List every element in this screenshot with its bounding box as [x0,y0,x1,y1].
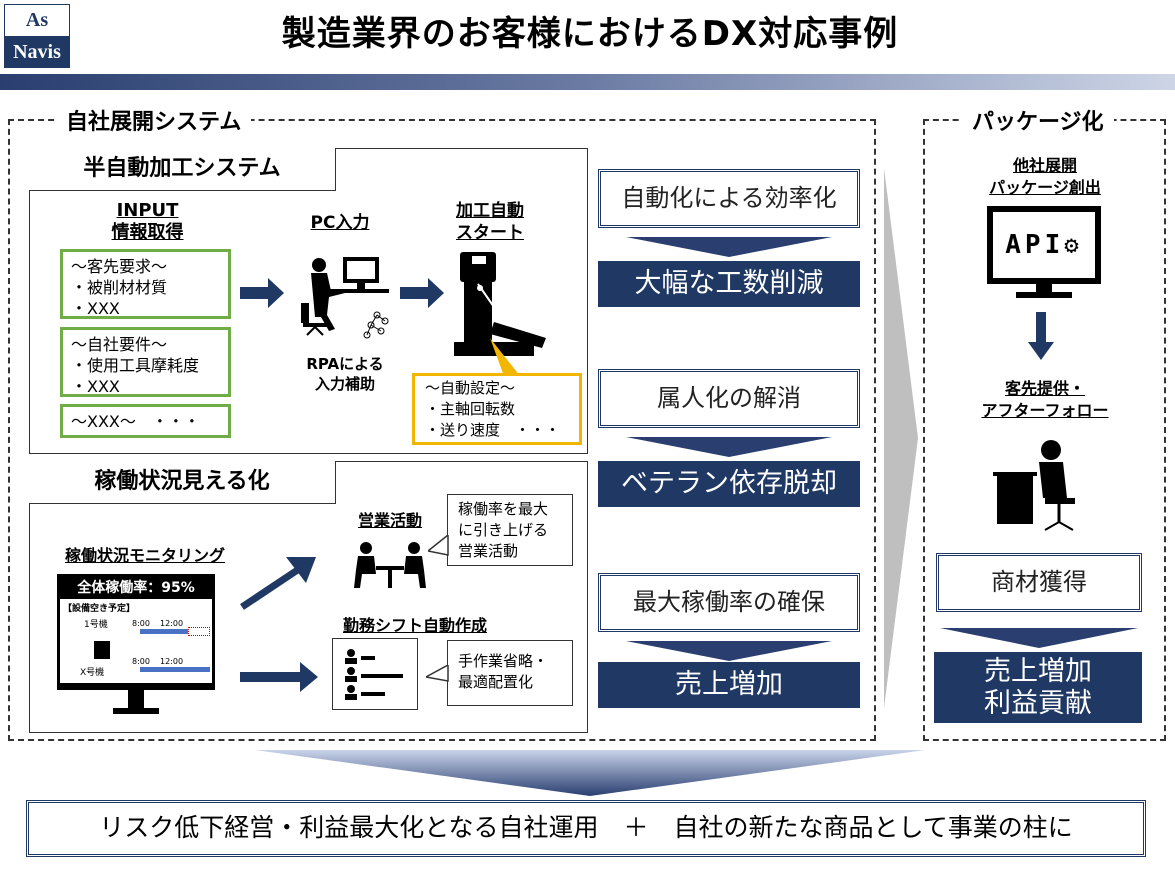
result-1-frame: 自動化による効率化 [598,169,860,228]
sales-note: 稼働率を最大 に引き上げる 営業活動 [447,494,573,566]
company-logo: As Navis [4,4,70,68]
bottom-banner: リスク低下経営・利益最大化となる自社運用 ＋ 自社の新たな商品として事業の柱に [26,800,1146,857]
input-label-line2: 情報取得 [111,222,184,243]
note-line: 手作業省略・ [458,652,549,670]
machine-start-label: 加工自動 スタート [440,200,540,244]
inhouse-requirement-box: 〜自社要件〜 ・使用工具摩耗度 ・XXX [60,327,231,397]
box-line: 〜自動設定〜 [425,379,516,397]
schedule-bar [140,629,188,634]
shift-chart-icon [345,649,403,700]
shift-chart-box [332,638,418,710]
result-3-fill: 売上増加 [598,662,860,708]
drill-press-icon [454,252,546,356]
meeting-icon [354,542,426,588]
box-line: ・XXX [71,377,120,396]
api-monitor: API⚙ [987,206,1101,284]
profit-fill: 売上増加 利益貢献 [934,652,1142,723]
rpa-line1: RPAによる [306,355,384,373]
rpa-line2: 入力補助 [314,375,375,393]
funnel-arrow [255,750,925,796]
time-label: 8:00 [132,657,150,666]
support-operator-icon [993,440,1075,531]
result-3-frame: 最大稼働率の確保 [598,573,860,632]
sub2-line1: 客先提供・ [1004,379,1085,398]
note-line: 稼働率を最大 [458,500,549,518]
utilization-rate: 全体稼働率：95% [77,580,195,596]
monitor-base [113,708,159,714]
time-label: 8:00 [132,619,150,628]
callout-pointer [426,665,449,682]
title-gradient-bar [0,74,1175,90]
other-company-label: 他社展開 パッケージ創出 [960,155,1130,199]
package-label: パッケージ化 [962,104,1114,136]
other-input-box: 〜XXX〜 ・・・ [60,404,231,438]
input-label-line1: INPUT [116,200,179,221]
note-line: に引き上げる [458,521,549,539]
customer-requirement-box: 〜客先要求〜 ・被削材材質 ・XXX [60,249,231,319]
inhouse-system-label: 自社展開システム [56,104,252,136]
gear-icon: ⚙ [1064,231,1083,259]
machine-label-line2: スタート [456,223,524,243]
result-2-fill: ベテラン依存脱却 [598,461,860,507]
machine-x-label: X号機 [80,668,105,678]
box-line: ・送り速度 ・・・ [425,421,561,439]
time-label: 12:00 [160,619,184,628]
note-line: 最適配置化 [458,673,534,691]
monitoring-tab: 稼働状況見える化 [29,461,336,504]
monitor-stand [128,690,144,708]
input-label: INPUT 情報取得 [80,200,215,244]
vacancy-label: 【設備空き予定】 [63,604,136,614]
note-line: 営業活動 [458,542,519,560]
time-label: 12:00 [160,657,184,666]
schedule-bar [140,667,210,672]
result-1-fill: 大幅な工数削減 [598,261,860,307]
monitor-base [1016,292,1072,298]
auto-setting-box: 〜自動設定〜 ・主軸回転数 ・送り速度 ・・・ [412,373,582,445]
box-line: ・主軸回転数 [425,400,516,418]
monitoring-label: 稼働状況モニタリング [64,546,225,565]
arrow-up-right-icon [240,557,316,610]
arrow-down-icon [1028,312,1054,360]
result-2-frame: 属人化の解消 [598,369,860,428]
sub1-line1: 他社展開 [1012,156,1077,175]
page-title: 製造業界のお客様におけるDX対応事例 [281,14,899,54]
person-at-pc-icon [301,257,389,339]
arrow-right-icon [240,278,284,308]
arrow-right-icon [400,278,444,308]
acquire-product-frame: 商材獲得 [936,553,1142,612]
customer-support-label: 客先提供・ アフターフォロー [960,378,1130,422]
semi-auto-tab: 半自動加工システム [29,148,336,191]
arrow-right-icon [240,662,318,692]
sales-label: 営業活動 [357,511,422,530]
machine-label-line1: 加工自動 [456,201,524,221]
machine-icon [94,641,110,659]
box-line: 〜客先要求〜 [71,257,168,276]
box-line: 〜自社要件〜 [71,335,168,354]
monitor-screen: 全体稼働率：95% 【設備空き予定】 1号機 8:00 12:00 X号機 8:… [57,574,215,690]
callout-pointer [428,535,449,556]
box-line: ・XXX [71,299,120,318]
machine-1-label: 1号機 [84,620,108,630]
box-line: ・使用工具摩耗度 [71,356,200,375]
shift-label: 勤務シフト自動作成 [342,616,487,635]
api-screen: API⚙ [993,212,1095,278]
callout-pointer [490,338,520,376]
shift-note: 手作業省略・ 最適配置化 [447,640,573,706]
rpa-label: RPAによる 入力補助 [290,354,400,394]
logo-top-text: As [5,5,69,36]
sub2-line2: アフターフォロー [981,401,1109,420]
sub1-line2: パッケージ創出 [989,178,1101,197]
fill-line2: 利益貢献 [984,688,1092,719]
pc-input-label: PC入力 [310,213,370,233]
logo-bottom-text: Navis [5,36,69,68]
fill-line1: 売上増加 [984,656,1092,687]
api-text: API [1005,230,1065,260]
box-line: ・被削材材質 [71,278,168,297]
inhouse-system-section [8,119,876,741]
monitor-stand [1036,284,1052,292]
chevron-right-arrow [884,168,918,708]
vacancy-slot [188,627,210,636]
